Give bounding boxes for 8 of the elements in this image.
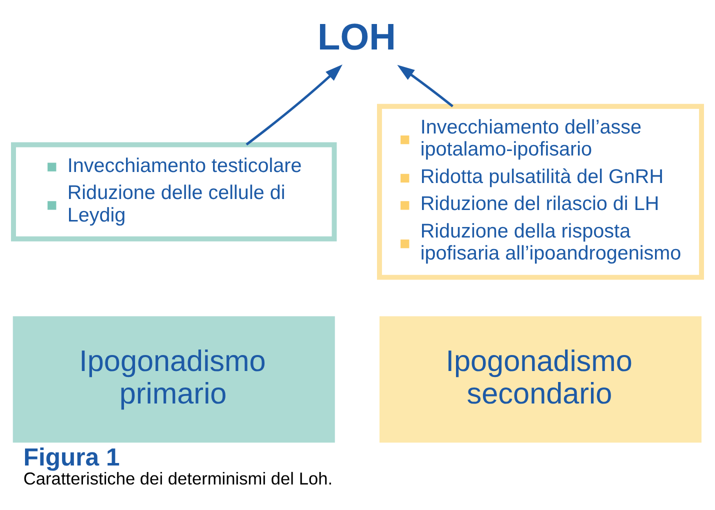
node-text: LOH <box>318 15 396 58</box>
diagram-title: Figura 1 <box>23 444 120 472</box>
arrow <box>397 64 454 108</box>
arrow <box>246 64 342 146</box>
node-box: Ipogonadismo secondario <box>379 316 702 443</box>
node-box: Invecchiamento testicolare Riduzione delle cellule di Leydig <box>11 142 337 242</box>
node-box: Invecchiamento dell’asse ipotalamo-ipofisario Ridotta pulsatilità del GnRH Riduzione del rilascio di LH Riduzione della risposta ipofisaria all’ipoandrogenismo <box>377 104 704 280</box>
node-box: Ipogonadismo primario <box>12 316 335 443</box>
